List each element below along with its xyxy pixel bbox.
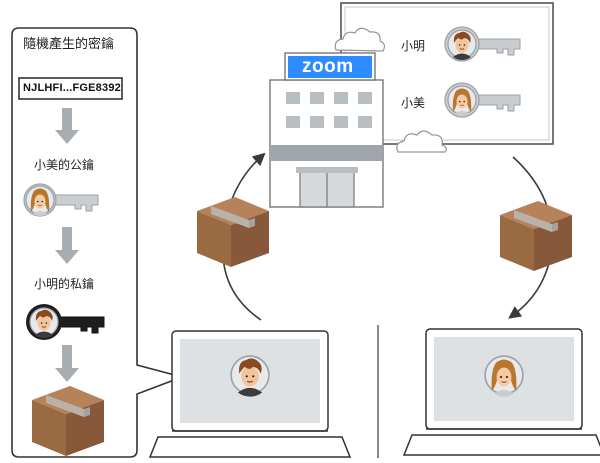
package-icon-right: [500, 201, 572, 271]
panel-arrows: [55, 108, 79, 382]
random-key-value: NJLHFI...FGE8392: [23, 82, 121, 94]
laptop-boy: [149, 330, 351, 458]
public-key-icon: [23, 183, 99, 217]
zoom-server-building: [269, 52, 384, 208]
private-key-icon: [26, 304, 105, 340]
public-key-label: 小美的公鑰: [34, 158, 95, 172]
board-key-boy-icon: [444, 26, 521, 62]
zoom-logo: zoom: [302, 56, 354, 77]
info-panel: [11, 27, 185, 458]
random-key-box: [18, 77, 123, 100]
board-key-girl-icon: [444, 82, 521, 118]
board-label-boy: 小明: [401, 39, 426, 53]
cloud-icon: [334, 27, 386, 52]
cloud-icon: [396, 130, 448, 153]
package-icon: [32, 386, 104, 456]
panel-title: 隨機產生的密鑰: [23, 37, 115, 52]
private-key-label: 小明的私鑰: [34, 277, 95, 291]
laptop-girl: [403, 328, 600, 456]
board-label-girl: 小美: [401, 96, 426, 110]
package-icon-left: [197, 197, 269, 267]
